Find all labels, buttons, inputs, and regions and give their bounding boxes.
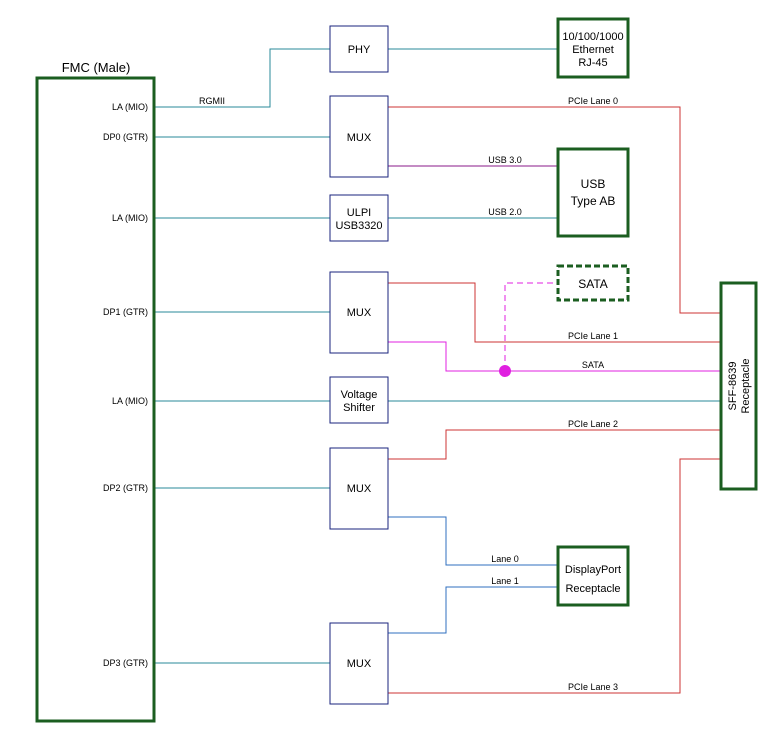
mux0-label: MUX xyxy=(347,132,372,144)
mux3-block: MUX xyxy=(329,622,389,705)
usb-label-line1: USB xyxy=(581,177,606,191)
mux1-label: MUX xyxy=(347,307,372,319)
ulpi-label-line1: ULPI xyxy=(347,207,371,219)
wire-sata-dashed xyxy=(504,282,558,371)
mux3-label: MUX xyxy=(347,658,372,670)
displayport-connector: DisplayPort Receptacle xyxy=(556,545,630,607)
wire-label-pcie-lane-2: PCIe Lane 2 xyxy=(568,419,618,429)
wire-sata xyxy=(388,341,721,372)
displayport-label-line1: DisplayPort xyxy=(565,564,621,576)
wire-label-sata: SATA xyxy=(582,360,604,370)
fmc-title: FMC (Male) xyxy=(62,60,131,75)
wire-pcie-lane-1 xyxy=(388,282,721,343)
wire-pcie-lane-3 xyxy=(388,458,721,694)
sata-junction-dot xyxy=(499,365,511,377)
ethernet-label-line1: 10/100/1000 xyxy=(562,31,623,43)
wire-label-pcie-lane-0: PCIe Lane 0 xyxy=(568,96,618,106)
phy-block: PHY xyxy=(329,25,389,73)
wire-rgmii xyxy=(154,48,330,108)
wires xyxy=(154,48,721,694)
voltage-shifter-line1: Voltage xyxy=(341,389,378,401)
wire-label-usb-3: USB 3.0 xyxy=(488,155,522,165)
sff-label-line2: Receptacle xyxy=(740,358,752,413)
displayport-label-line2: Receptacle xyxy=(565,583,620,595)
sata-connector-label: SATA xyxy=(578,277,608,291)
fmc-box xyxy=(35,76,156,723)
fmc-port-la-mio-2: LA (MIO) xyxy=(112,213,148,223)
sff-label-line1: SFF-8639 xyxy=(727,362,739,411)
wire-label-usb-2: USB 2.0 xyxy=(488,207,522,217)
fmc-port-la-mio-1: LA (MIO) xyxy=(112,102,148,112)
wire-label-lane-0: Lane 0 xyxy=(491,554,519,564)
mux2-label: MUX xyxy=(347,483,372,495)
voltage-shifter-line2: Shifter xyxy=(343,402,375,414)
wire-label-lane-1: Lane 1 xyxy=(491,576,519,586)
fmc-port-dp3-gtr: DP3 (GTR) xyxy=(103,658,148,668)
ethernet-label-line3: RJ-45 xyxy=(578,57,607,69)
mux2-block: MUX xyxy=(329,447,389,530)
fmc-port-dp2-gtr: DP2 (GTR) xyxy=(103,483,148,493)
ethernet-connector: 10/100/1000 Ethernet RJ-45 xyxy=(556,17,630,79)
ethernet-label-line2: Ethernet xyxy=(572,44,614,56)
sff-8639-connector: SFF-8639 Receptacle xyxy=(719,281,758,491)
wire-label-pcie-lane-3: PCIe Lane 3 xyxy=(568,682,618,692)
fmc-port-la-mio-3: LA (MIO) xyxy=(112,396,148,406)
usb-connector: USB Type AB xyxy=(556,147,630,238)
mux0-block: MUX xyxy=(329,95,389,178)
wire-lane-0 xyxy=(388,516,558,566)
fmc-port-dp0-gtr: DP0 (GTR) xyxy=(103,132,148,142)
fmc-connector: FMC (Male) LA (MIO) DP0 (GTR) LA (MIO) D… xyxy=(35,60,156,723)
sata-connector: SATA xyxy=(556,264,630,302)
wire-label-rgmii: RGMII xyxy=(199,96,225,106)
wire-labels: RGMII PCIe Lane 0 USB 3.0 USB 2.0 PCIe L… xyxy=(199,96,618,692)
wire-pcie-lane-0 xyxy=(388,106,721,314)
phy-label: PHY xyxy=(348,44,371,56)
fmc-port-dp1-gtr: DP1 (GTR) xyxy=(103,307,148,317)
wire-lane-1 xyxy=(388,586,558,634)
wire-label-pcie-lane-1: PCIe Lane 1 xyxy=(568,331,618,341)
ulpi-block: ULPI USB3320 xyxy=(329,194,389,242)
mux1-block: MUX xyxy=(329,271,389,354)
usb-label-line2: Type AB xyxy=(571,194,616,208)
voltage-shifter-block: Voltage Shifter xyxy=(329,376,389,424)
ulpi-label-line2: USB3320 xyxy=(335,220,382,232)
wire-pcie-lane-2 xyxy=(388,429,721,460)
